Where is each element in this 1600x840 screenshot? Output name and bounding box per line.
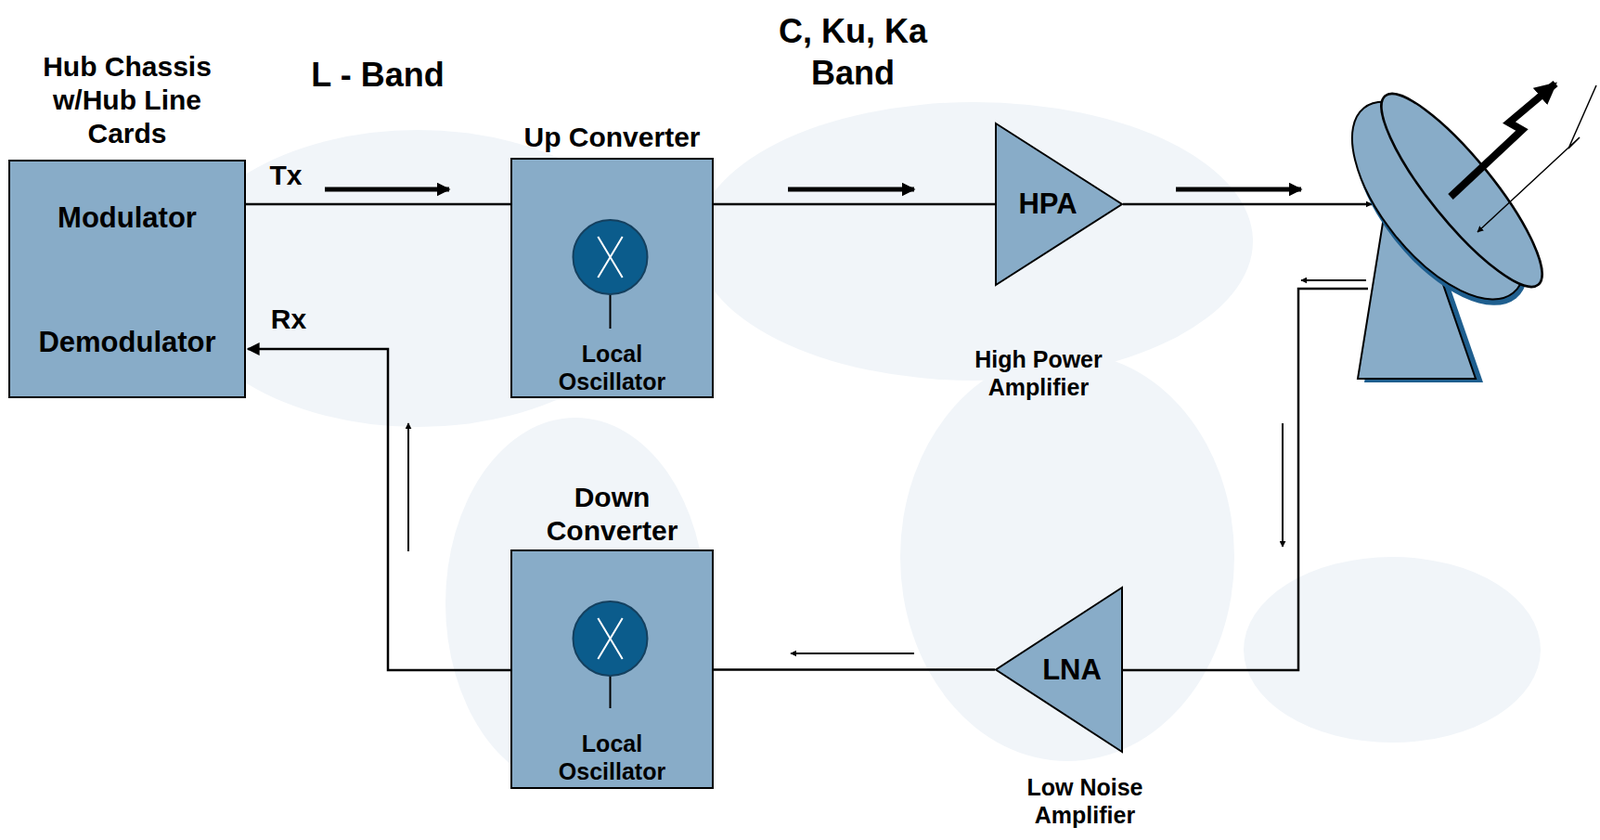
- signal-wire: [245, 203, 511, 207]
- signal-wire: [713, 203, 995, 207]
- node-heading: Hub Chassis w/Hub Line Cards: [20, 50, 234, 151]
- node-text: HPA: [983, 186, 1112, 221]
- signal-wire: [247, 348, 511, 671]
- node-heading: Down Converter: [510, 480, 714, 548]
- band-label: L - Band: [257, 53, 499, 96]
- mixer-cross: [597, 236, 622, 278]
- node-text: Demodulator: [8, 324, 246, 360]
- mixer-cross: [597, 618, 622, 659]
- node-text: Local Oscillator: [529, 729, 697, 786]
- node-text: LNA: [1007, 652, 1136, 687]
- hpa-amplifier: HPAHigh Power Amplifier: [994, 122, 1123, 286]
- oscillator-stem: [609, 294, 612, 329]
- mixer-circle: [573, 601, 648, 676]
- node-text: Modulator: [8, 200, 246, 235]
- down-converter-box: Down ConverterLocal Oscillator: [510, 549, 714, 789]
- node-text: Local Oscillator: [529, 339, 697, 396]
- node-heading: Up Converter: [510, 120, 714, 155]
- signal-label: Tx: [258, 157, 314, 194]
- signal-wire: [713, 668, 995, 671]
- hub-chassis-box: Hub Chassis w/Hub Line CardsModulatorDem…: [8, 159, 246, 399]
- antenna-wire: [1122, 204, 1372, 671]
- map-background: [176, 102, 1541, 789]
- lna-amplifier: LNALow Noise Amplifier: [994, 586, 1123, 753]
- band-label: C, Ku, Ka Band: [755, 10, 951, 94]
- radio-signal: [1450, 83, 1597, 233]
- oscillator-stem: [609, 675, 612, 709]
- up-converter-box: Up ConverterLocal Oscillator: [510, 157, 714, 399]
- node-caption: Low Noise Amplifier: [992, 773, 1178, 829]
- direction-arrow: [324, 187, 1302, 193]
- mixer-circle: [573, 219, 648, 295]
- node-caption: High Power Amplifier: [950, 345, 1127, 401]
- dish-antenna: [1320, 73, 1563, 383]
- signal-label: Rx: [260, 301, 317, 337]
